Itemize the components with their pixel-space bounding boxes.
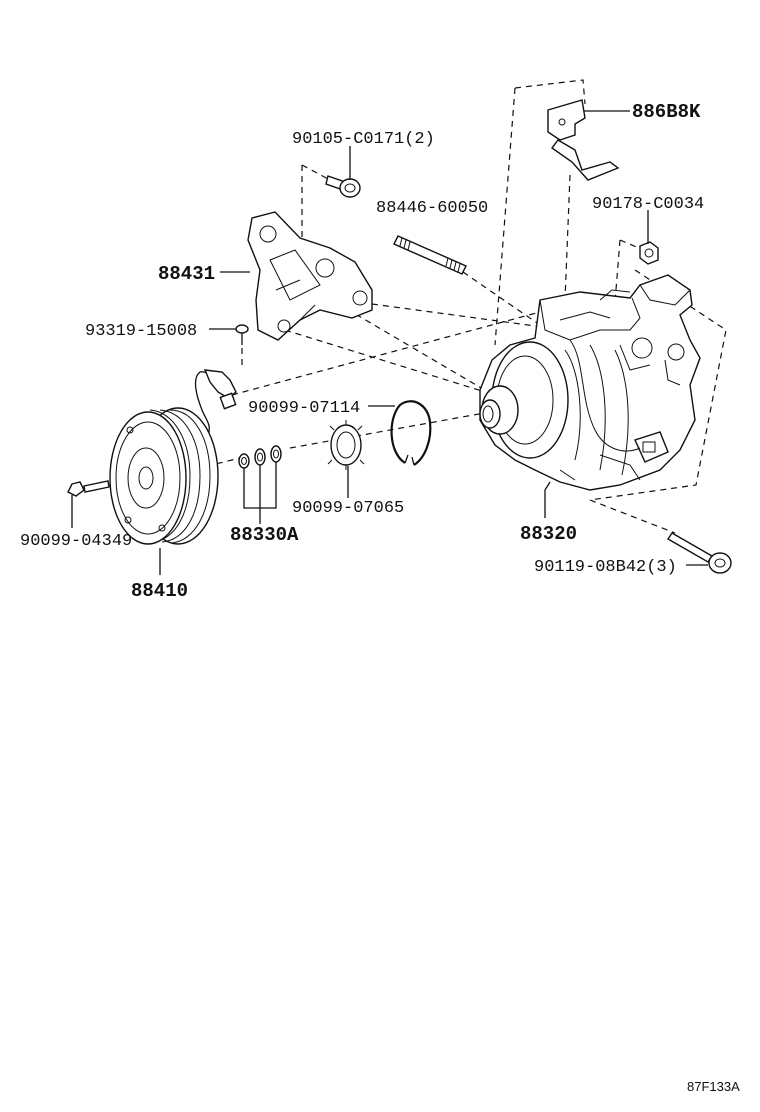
label-snap-ring-lower: 90099-07065 <box>292 499 404 518</box>
compressor-bracket-part <box>247 211 373 341</box>
label-clutch-bolt: 90099-04349 <box>20 532 132 551</box>
label-pulley: 88410 <box>131 580 188 602</box>
leader-lines <box>71 110 708 575</box>
part-labels: 886B8K 90105-C0171(2) 88446-60050 90178-… <box>20 101 740 1094</box>
label-snap-ring-upper: 90099-07114 <box>248 399 360 418</box>
compressor-part <box>479 274 701 491</box>
label-bracket: 88431 <box>158 263 215 285</box>
label-bracket-bolt: 90105-C0171(2) <box>292 130 435 149</box>
screw-part <box>235 324 249 370</box>
pulley-part <box>109 407 219 545</box>
snap-ring-upper-part <box>390 400 432 466</box>
figure-code: 87F133A <box>687 1079 740 1094</box>
stud-part <box>393 235 467 275</box>
clutch-bolt-part <box>67 480 110 497</box>
shims-part <box>238 445 282 469</box>
label-nut: 90178-C0034 <box>592 195 704 214</box>
label-harness-clamp: 886B8K <box>632 101 701 123</box>
label-shims: 88330A <box>230 524 299 546</box>
assembly-guide-lines <box>109 79 727 534</box>
harness-bracket-part <box>547 99 620 181</box>
label-mount-bolt: 90119-08B42(3) <box>534 558 677 577</box>
label-stud: 88446-60050 <box>376 199 488 218</box>
label-screw: 93319-15008 <box>85 322 197 341</box>
label-compressor: 88320 <box>520 523 577 545</box>
snap-ring-lower-part <box>327 420 365 470</box>
clutch-wire-part <box>194 369 237 436</box>
mount-bolt-part <box>667 532 732 574</box>
bracket-bolt-part <box>325 175 361 198</box>
nut-part <box>639 241 659 265</box>
